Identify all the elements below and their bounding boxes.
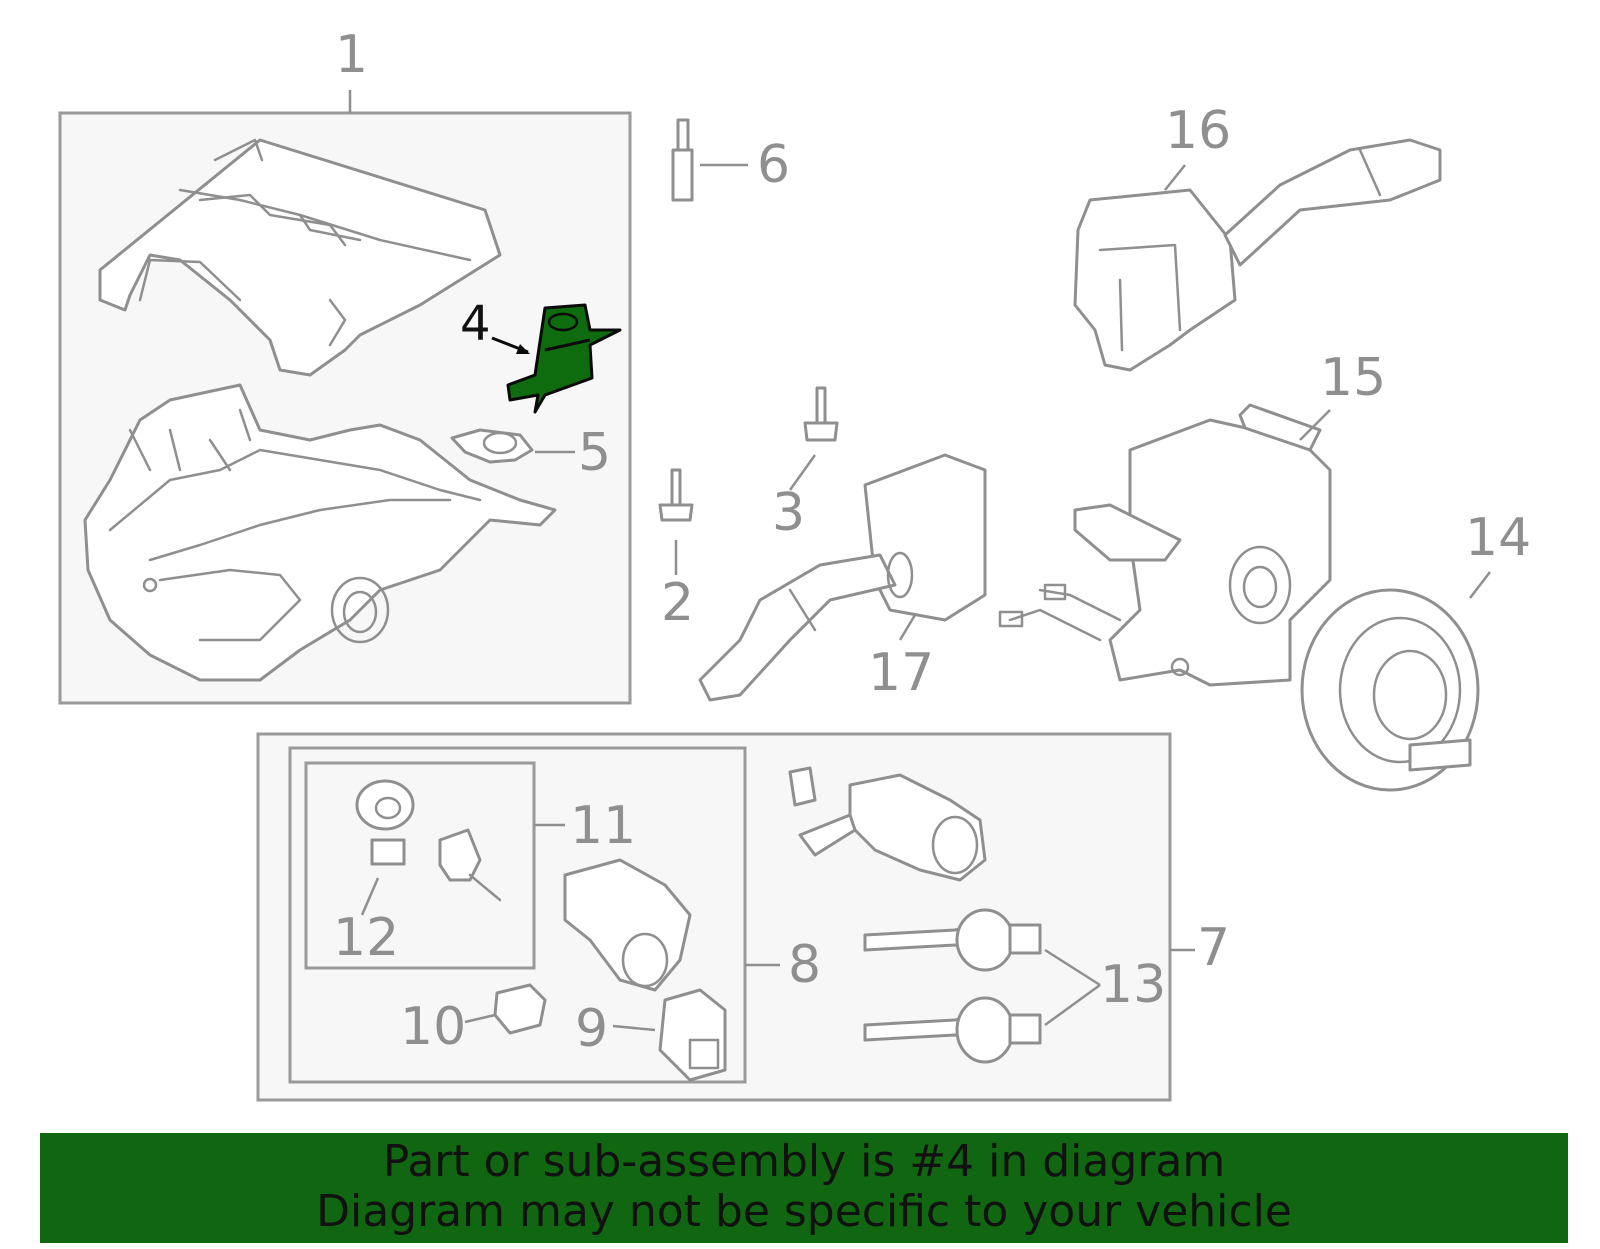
callout-4: 4 [460,296,491,352]
callout-17: 17 [868,643,934,703]
callout-8: 8 [788,935,821,995]
callout-15: 15 [1320,348,1386,408]
lock-assembly [563,858,692,992]
upper-shroud [98,138,502,377]
callout-11: 11 [570,796,636,856]
callout-10: 10 [400,997,466,1057]
callout-16: 16 [1165,101,1231,161]
callout-1: 1 [335,25,368,85]
callout-6: 6 [757,135,790,195]
part-9-connector [658,988,727,1082]
key-lower [863,996,1042,1064]
group-box-8 [288,746,747,1084]
part-16-switch [1073,138,1442,372]
callout-9: 9 [575,999,608,1059]
part-6 [671,118,694,202]
part-17-switch [698,453,987,702]
callout-2: 2 [661,573,694,633]
callout-13: 13 [1100,955,1166,1015]
banner-line-2: Diagram may not be specific to your vehi… [316,1186,1292,1237]
key-upper [863,908,1042,972]
callout-12: 12 [333,908,399,968]
part-5 [450,428,534,464]
part-2-screw [658,468,694,522]
part-4-highlighted [506,303,622,414]
part-10 [493,983,547,1035]
banner-line-1: Part or sub-assembly is #4 in diagram [382,1136,1226,1187]
callout-14: 14 [1465,508,1531,568]
lock-cylinder [788,766,987,882]
callout-3: 3 [772,483,805,543]
callout-5: 5 [578,423,611,483]
callout-7: 7 [1197,918,1230,978]
lower-shroud [83,383,557,682]
part-12 [355,779,502,902]
info-banner: Part or sub-assembly is #4 in diagram Di… [40,1133,1568,1243]
part-3-screw [803,386,839,442]
part-14-clockspring [1300,588,1480,792]
group-box-11 [304,761,536,970]
part-15-housing [998,403,1332,687]
